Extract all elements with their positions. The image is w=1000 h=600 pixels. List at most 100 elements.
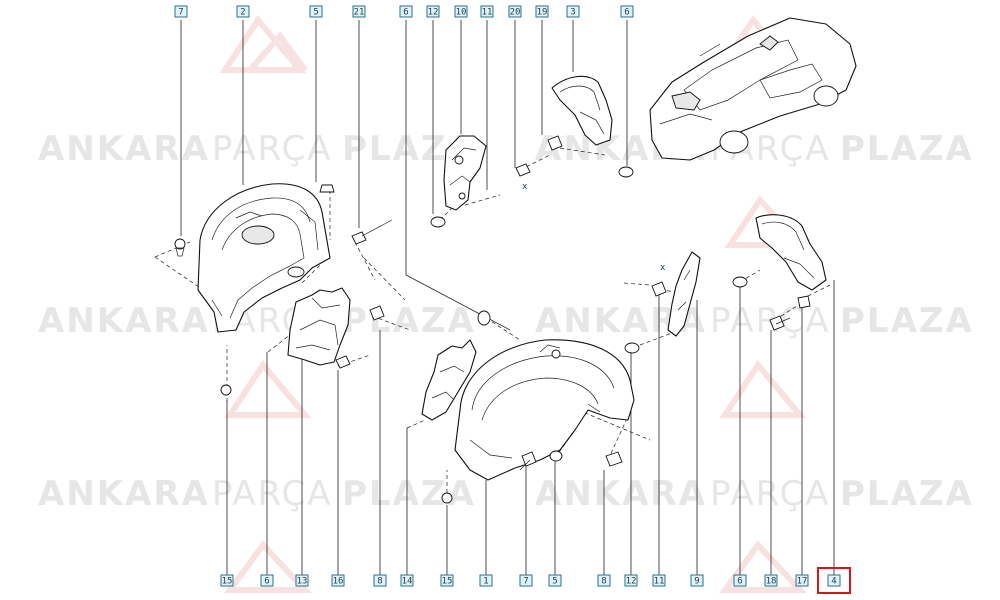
bracket-14 bbox=[421, 339, 477, 421]
callout-box[interactable] bbox=[440, 574, 454, 587]
watermark-row-2: ANKARA PARÇA PLAZA ANKARA PARÇA PLAZA bbox=[38, 301, 974, 341]
callout-15[interactable]: 15 bbox=[220, 574, 234, 587]
callout-number: 6 bbox=[403, 8, 408, 18]
callout-number: 13 bbox=[297, 577, 308, 587]
callout-number: 8 bbox=[377, 577, 382, 587]
callout-box[interactable] bbox=[566, 5, 580, 18]
watermark-text-c: PLAZA bbox=[342, 474, 476, 514]
callout-8[interactable]: 8 bbox=[597, 574, 611, 587]
callout-box[interactable] bbox=[331, 574, 345, 587]
watermark-text-c: PLAZA bbox=[840, 129, 974, 169]
callout-box[interactable] bbox=[426, 5, 440, 18]
callout-number: 3 bbox=[570, 8, 575, 18]
callout-box[interactable] bbox=[652, 574, 666, 587]
callout-box[interactable] bbox=[220, 574, 234, 587]
bracket-upper-10 bbox=[443, 135, 487, 211]
callout-6[interactable]: 6 bbox=[733, 574, 747, 587]
callout-number: 7 bbox=[178, 8, 183, 18]
callout-number: 18 bbox=[766, 577, 777, 587]
callout-8[interactable]: 8 bbox=[373, 574, 387, 587]
callout-15[interactable]: 15 bbox=[440, 574, 454, 587]
callout-2[interactable]: 2 bbox=[236, 5, 250, 18]
callout-box[interactable] bbox=[624, 574, 638, 587]
fasteners bbox=[174, 135, 811, 504]
watermark-row-1: ANKARA PARÇA PLAZA ANKARA PARÇA PLAZA bbox=[38, 129, 974, 169]
callout-12[interactable]: 12 bbox=[426, 5, 440, 18]
axis-label-x2: x bbox=[660, 263, 666, 273]
watermark-text-c: PLAZA bbox=[342, 301, 476, 341]
callout-1[interactable]: 1 bbox=[479, 574, 493, 587]
callout-9[interactable]: 9 bbox=[690, 574, 704, 587]
callout-16[interactable]: 16 bbox=[331, 574, 345, 587]
callout-box[interactable] bbox=[508, 5, 522, 18]
callout-number: 2 bbox=[240, 8, 245, 18]
callout-box[interactable] bbox=[400, 574, 414, 587]
callout-5[interactable]: 5 bbox=[548, 574, 562, 587]
callout-box[interactable] bbox=[174, 5, 188, 18]
callout-21[interactable]: 21 bbox=[352, 5, 366, 18]
callout-13[interactable]: 13 bbox=[295, 574, 309, 587]
callout-20[interactable]: 20 bbox=[508, 5, 522, 18]
callout-box[interactable] bbox=[827, 574, 841, 587]
callout-number: 17 bbox=[797, 577, 808, 587]
callout-box[interactable] bbox=[764, 574, 778, 587]
callout-number: 16 bbox=[333, 577, 344, 587]
callout-box[interactable] bbox=[733, 574, 747, 587]
callout-box[interactable] bbox=[454, 5, 468, 18]
wheel-arch-liner-left bbox=[197, 183, 331, 333]
callout-box[interactable] bbox=[548, 574, 562, 587]
splash-shield-4 bbox=[755, 214, 827, 291]
callouts-top: 7 2 5 21 6 12 10 11 20 19 3 6 bbox=[174, 5, 634, 18]
callout-box[interactable] bbox=[795, 574, 809, 587]
callout-box[interactable] bbox=[352, 5, 366, 18]
callout-number: 5 bbox=[552, 577, 557, 587]
callout-6[interactable]: 6 bbox=[620, 5, 634, 18]
watermark-text-c: PLAZA bbox=[840, 301, 974, 341]
callout-number: 1 bbox=[483, 577, 488, 587]
callout-11[interactable]: 11 bbox=[652, 574, 666, 587]
callout-box[interactable] bbox=[690, 574, 704, 587]
leader-lines bbox=[180, 20, 835, 575]
callout-box[interactable] bbox=[597, 574, 611, 587]
callout-19[interactable]: 19 bbox=[535, 5, 549, 18]
callout-number: 12 bbox=[428, 8, 439, 18]
callout-4[interactable]: 4 bbox=[827, 574, 841, 587]
callout-17[interactable]: 17 bbox=[795, 574, 809, 587]
callout-7[interactable]: 7 bbox=[174, 5, 188, 18]
callout-box[interactable] bbox=[535, 5, 549, 18]
callout-6[interactable]: 6 bbox=[399, 5, 413, 18]
axis-label-x1: x bbox=[522, 182, 528, 192]
callout-14[interactable]: 14 bbox=[400, 574, 414, 587]
watermark: ANKARA PARÇA PLAZA ANKARA PARÇA PLAZA AN… bbox=[38, 14, 974, 593]
callout-3[interactable]: 3 bbox=[566, 5, 580, 18]
callout-11[interactable]: 11 bbox=[480, 5, 494, 18]
callout-6[interactable]: 6 bbox=[260, 574, 274, 587]
callout-box[interactable] bbox=[480, 5, 494, 18]
callout-18[interactable]: 18 bbox=[764, 574, 778, 587]
callout-box[interactable] bbox=[399, 5, 413, 18]
callout-5[interactable]: 5 bbox=[309, 5, 323, 18]
callout-number: 5 bbox=[313, 8, 318, 18]
callout-box[interactable] bbox=[373, 574, 387, 587]
callout-12[interactable]: 12 bbox=[624, 574, 638, 587]
watermark-text-b: PARÇA bbox=[710, 301, 831, 341]
callout-number: 15 bbox=[442, 577, 453, 587]
bracket-9 bbox=[667, 251, 701, 337]
wheel-arch-liner-front bbox=[454, 339, 635, 481]
callout-box[interactable] bbox=[295, 574, 309, 587]
callout-box[interactable] bbox=[236, 5, 250, 18]
callout-number: 6 bbox=[737, 577, 742, 587]
callout-7[interactable]: 7 bbox=[519, 574, 533, 587]
callout-box[interactable] bbox=[620, 5, 634, 18]
watermark-text-a: ANKARA bbox=[38, 474, 210, 514]
parts: x x bbox=[174, 17, 857, 504]
callout-box[interactable] bbox=[519, 574, 533, 587]
callout-box[interactable] bbox=[309, 5, 323, 18]
axis-markers: x x bbox=[522, 182, 666, 273]
callout-10[interactable]: 10 bbox=[454, 5, 468, 18]
callout-box[interactable] bbox=[479, 574, 493, 587]
watermark-text-b: PARÇA bbox=[212, 474, 333, 514]
callout-box[interactable] bbox=[260, 574, 274, 587]
